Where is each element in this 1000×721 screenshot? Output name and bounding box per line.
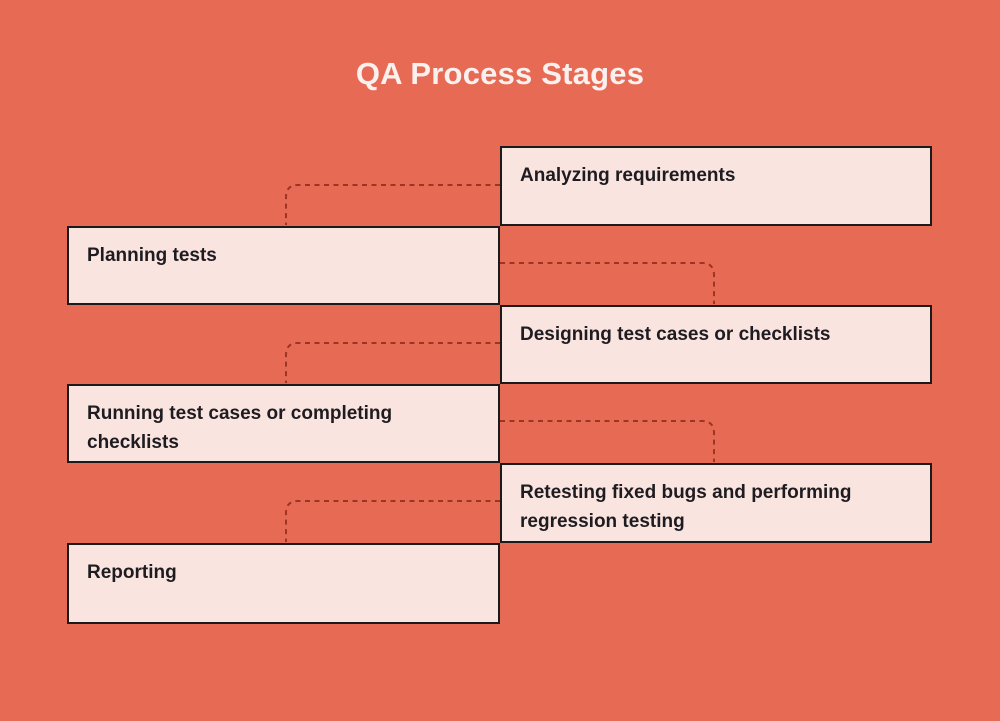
stage-box-planning-tests: Planning tests <box>67 226 500 305</box>
stage-box-reporting: Reporting <box>67 543 500 624</box>
connector-3-4 <box>285 342 500 383</box>
stage-box-running-test-cases: Running test cases or completing checkli… <box>67 384 500 463</box>
stage-box-analyzing-requirements: Analyzing requirements <box>500 146 932 226</box>
stage-box-retesting-fixed-bugs: Retesting fixed bugs and performing regr… <box>500 463 932 543</box>
stage-label: Running test cases or completing checkli… <box>87 403 393 453</box>
stage-label: Retesting fixed bugs and performing regr… <box>520 482 852 532</box>
stage-label: Planning tests <box>87 245 217 266</box>
stage-label: Reporting <box>87 562 177 583</box>
connector-5-6 <box>285 500 500 542</box>
connector-4-5 <box>500 420 715 462</box>
stage-label: Analyzing requirements <box>520 165 736 186</box>
diagram-title: QA Process Stages <box>355 56 645 91</box>
stage-box-designing-test-cases: Designing test cases or checklists <box>500 305 932 384</box>
stage-label: Designing test cases or checklists <box>520 324 831 345</box>
connector-2-3 <box>500 262 715 304</box>
connector-1-2 <box>285 184 500 225</box>
